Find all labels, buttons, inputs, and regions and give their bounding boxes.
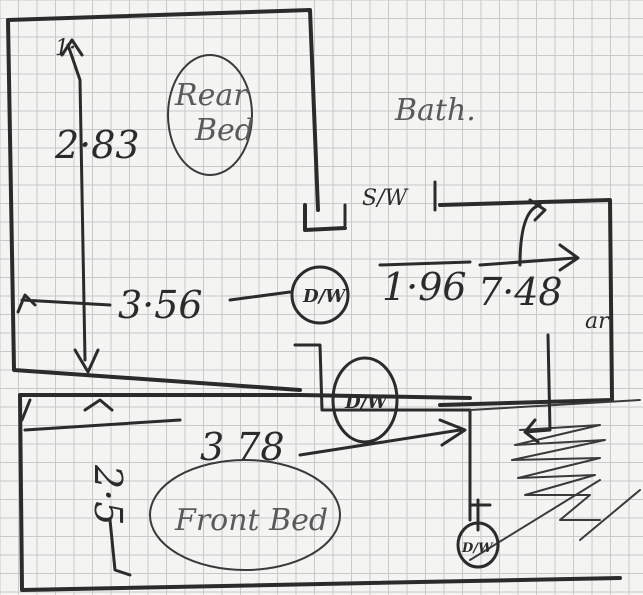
rear-bed-label-line1: Rear <box>174 78 249 113</box>
dw-bottom-circle <box>456 521 500 569</box>
front-bed-depth-arrow <box>83 398 132 577</box>
rear-bed-walls <box>6 8 472 400</box>
rear-bed-width-label: 3·56 <box>118 283 203 327</box>
front-bed-walls <box>18 393 622 592</box>
front-bed-depth-label: 2·5 <box>86 464 130 525</box>
rear-bed-width-arrow <box>16 290 292 314</box>
dw-bottom-label: D/W <box>461 541 494 556</box>
rear-bed-depth-arrow <box>60 38 100 374</box>
shower-window-label: S/W <box>362 186 409 211</box>
dw-hall-label: D/W <box>302 286 347 307</box>
dw-front-circle <box>331 356 399 444</box>
dw-hall-circle <box>290 265 350 325</box>
bath-down-arrow <box>523 333 552 444</box>
front-bed-label: Front Bed <box>174 503 328 538</box>
rear-bed-label-line2: Bed <box>194 113 254 148</box>
dw-front-label: D/W <box>344 392 389 413</box>
bath-curve-arrow <box>518 198 547 267</box>
front-bed-circle <box>149 459 341 571</box>
rear-bed-depth-label: 2·83 <box>54 123 140 167</box>
stairs-scribble <box>511 424 641 541</box>
bath-width-label: 7·48 <box>478 270 563 314</box>
front-bed-right-wall <box>469 399 641 561</box>
rear-bed-circle <box>167 54 253 176</box>
front-bed-width-label: 3 78 <box>200 425 285 469</box>
bath-arrow <box>478 243 580 272</box>
bath-suffix-label: ar <box>585 309 610 334</box>
rear-bed-top-mark: 1· <box>55 36 76 61</box>
bath-walls <box>303 198 614 407</box>
front-bed-width-arrow <box>20 398 467 457</box>
bath-label: Bath. <box>394 93 476 128</box>
bath-door <box>343 180 437 227</box>
dw-bottom-stem <box>468 498 492 532</box>
hall-length-label: 1·96 <box>382 265 467 309</box>
hall-arrow <box>378 260 472 267</box>
